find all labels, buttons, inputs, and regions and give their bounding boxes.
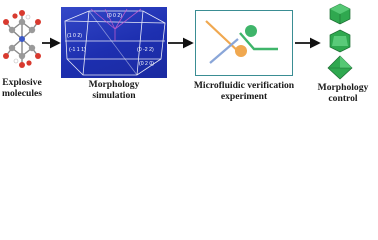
orange-channel: [205, 20, 241, 54]
flow-arrows: [42, 37, 321, 49]
crystal-shapes-graphic: [325, 2, 355, 80]
morphology-simulation-graphic: (0 0 2) (1 0 2) (-1 1 1) (0 -2 2) (0 2 0…: [61, 7, 167, 78]
molecule-icon: [3, 10, 41, 68]
facet-label-3: (-1 1 1): [69, 47, 86, 53]
morphology-simulation-label: Morphology simulation: [75, 79, 153, 101]
blue-channel: [209, 38, 239, 64]
microfluidic-label: Microfluidic verification experiment: [180, 80, 308, 102]
crystal-shape-2: [329, 29, 351, 53]
facet-label-4: (0 -2 2): [137, 47, 154, 53]
green-droplet: [245, 25, 257, 37]
facet-label-1: (0 0 2): [107, 13, 122, 19]
explosive-label-line1: Explosive: [2, 77, 42, 88]
microfluidic-channel-diagram: [205, 20, 278, 64]
explosive-label-line2: molecules: [2, 88, 42, 99]
facet-label-2: (1 0 2): [67, 33, 82, 39]
crystal-wireframe: (0 0 2) (1 0 2) (-1 1 1) (0 -2 2) (0 2 0…: [64, 8, 166, 76]
green-channel: [239, 32, 278, 51]
orange-droplet: [235, 45, 247, 57]
crystal-shape-3: [327, 55, 353, 80]
morphology-control-label: Morphology control: [312, 82, 374, 104]
simulation-label-line2: simulation: [92, 90, 136, 101]
microfluidic-label-line1: Microfluidic verification: [193, 80, 295, 91]
crystal-shapes: [327, 3, 353, 80]
microfluidic-label-line2: experiment: [220, 91, 268, 102]
microfluidic-graphic: [195, 10, 293, 76]
explosive-molecules-label: Explosive molecules: [0, 77, 44, 99]
simulation-label-line1: Morphology: [88, 79, 140, 90]
control-label-line1: Morphology: [317, 82, 369, 93]
control-label-line2: control: [328, 93, 358, 104]
facet-label-5: (0 2 0): [139, 61, 154, 67]
explosive-molecule-graphic: [2, 8, 42, 70]
crystal-shape-1: [329, 3, 351, 25]
